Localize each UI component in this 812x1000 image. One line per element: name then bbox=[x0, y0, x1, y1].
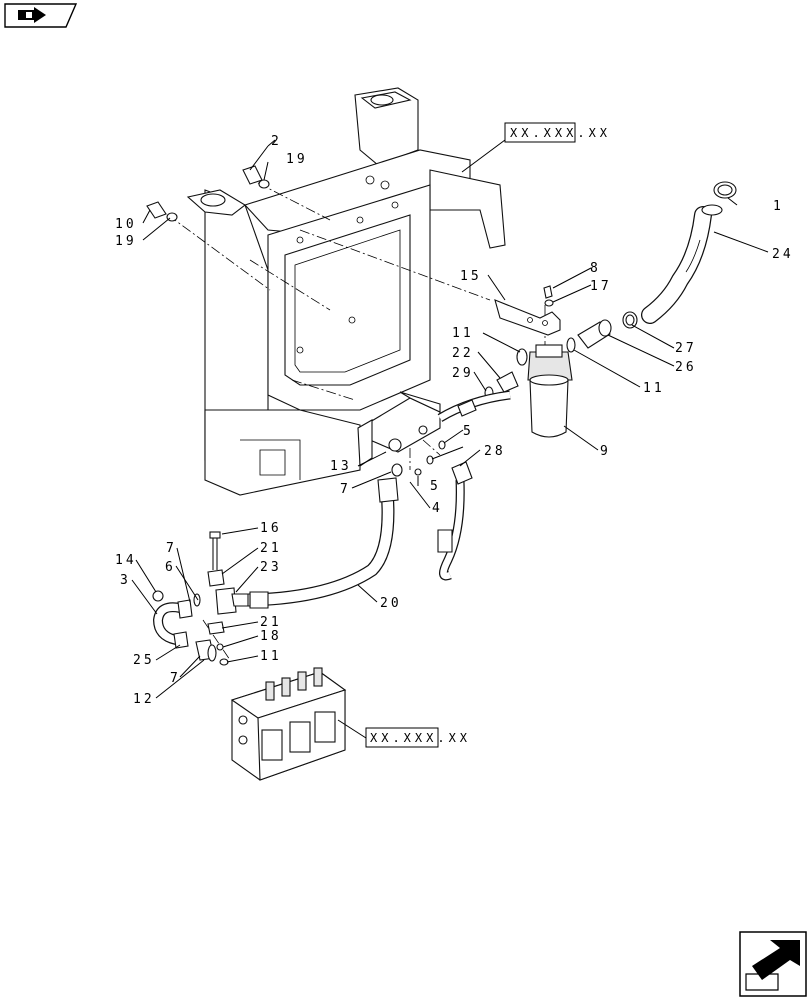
callout-7: 7 bbox=[166, 541, 177, 556]
callout-9: 9 bbox=[600, 444, 611, 459]
callout-20: 20 bbox=[380, 596, 402, 611]
callout-25: 25 bbox=[133, 653, 155, 668]
clamp-1 bbox=[713, 181, 737, 199]
callout-28: 28 bbox=[484, 444, 506, 459]
callout-numbers: 2 19 10 19 1 24 8 17 15 11 22 29 27 26 1… bbox=[115, 134, 794, 707]
elbow-25 bbox=[152, 599, 193, 649]
frame-assembly bbox=[186, 87, 506, 496]
page-turn-arrow-icon[interactable] bbox=[739, 931, 807, 997]
callout-7: 7 bbox=[340, 482, 351, 497]
callout-19: 19 bbox=[115, 234, 137, 249]
callout-21: 21 bbox=[260, 541, 282, 556]
leader-lines bbox=[131, 139, 769, 739]
callout-26: 26 bbox=[675, 360, 697, 375]
washer-19-top bbox=[258, 179, 270, 189]
callout-27: 27 bbox=[675, 341, 697, 356]
callout-5: 5 bbox=[430, 479, 441, 494]
ref-code-valve: XX.XXX.XX bbox=[370, 731, 471, 745]
orings-5 bbox=[414, 440, 446, 476]
callout-8: 8 bbox=[590, 261, 601, 276]
oring-11-valve bbox=[219, 658, 229, 666]
callout-29: 29 bbox=[452, 366, 474, 381]
hose-24 bbox=[641, 204, 723, 324]
callout-19: 19 bbox=[286, 152, 308, 167]
bolt-2 bbox=[242, 145, 269, 185]
adapter-12 bbox=[195, 639, 217, 662]
washer-17 bbox=[544, 299, 554, 307]
adapter-7-top bbox=[391, 463, 403, 477]
hose-28 bbox=[437, 461, 473, 581]
hose-20 bbox=[233, 477, 399, 609]
nipple-14 bbox=[152, 590, 164, 602]
callout-6: 6 bbox=[165, 560, 176, 575]
callout-2: 2 bbox=[271, 134, 282, 149]
callout-21: 21 bbox=[260, 615, 282, 630]
callout-11: 11 bbox=[643, 381, 665, 396]
control-valve bbox=[230, 667, 347, 781]
bolt-8 bbox=[543, 285, 553, 299]
callout-22: 22 bbox=[452, 346, 474, 361]
callout-11: 11 bbox=[260, 649, 282, 664]
hose-manifold-filter bbox=[437, 390, 511, 422]
manifold-13 bbox=[357, 391, 441, 467]
clamp-21-top bbox=[207, 569, 225, 587]
adapter-26 bbox=[577, 319, 612, 349]
callout-10: 10 bbox=[115, 217, 137, 232]
bracket-15 bbox=[494, 299, 561, 336]
callout-11: 11 bbox=[452, 326, 474, 341]
clamp-21-bottom bbox=[207, 621, 225, 635]
ref-box-valve[interactable]: XX.XXX.XX bbox=[365, 727, 471, 748]
callout-16: 16 bbox=[260, 521, 282, 536]
callout-12: 12 bbox=[133, 692, 155, 707]
clamp-27 bbox=[622, 311, 638, 329]
bolt-16 bbox=[209, 531, 221, 570]
block-23 bbox=[215, 587, 249, 615]
bolt-10 bbox=[146, 201, 167, 219]
washer-18 bbox=[216, 643, 224, 651]
callout-3: 3 bbox=[120, 573, 131, 588]
callout-23: 23 bbox=[260, 560, 282, 575]
callout-13: 13 bbox=[330, 459, 352, 474]
callout-14: 14 bbox=[115, 553, 137, 568]
callout-5: 5 bbox=[463, 424, 474, 439]
callout-1: 1 bbox=[773, 199, 784, 214]
callout-4: 4 bbox=[432, 501, 443, 516]
callout-18: 18 bbox=[260, 629, 282, 644]
callout-7: 7 bbox=[170, 671, 181, 686]
oring-11-filter bbox=[516, 337, 576, 366]
callout-24: 24 bbox=[772, 247, 794, 262]
callout-15: 15 bbox=[460, 269, 482, 284]
back-arrow-icon[interactable] bbox=[4, 3, 78, 28]
ref-code-frame: XX.XXX.XX bbox=[510, 126, 611, 140]
adapter-22 bbox=[496, 371, 519, 393]
callout-17: 17 bbox=[590, 279, 612, 294]
filter-9 bbox=[527, 344, 573, 438]
ref-box-frame[interactable]: XX.XXX.XX bbox=[504, 122, 611, 143]
